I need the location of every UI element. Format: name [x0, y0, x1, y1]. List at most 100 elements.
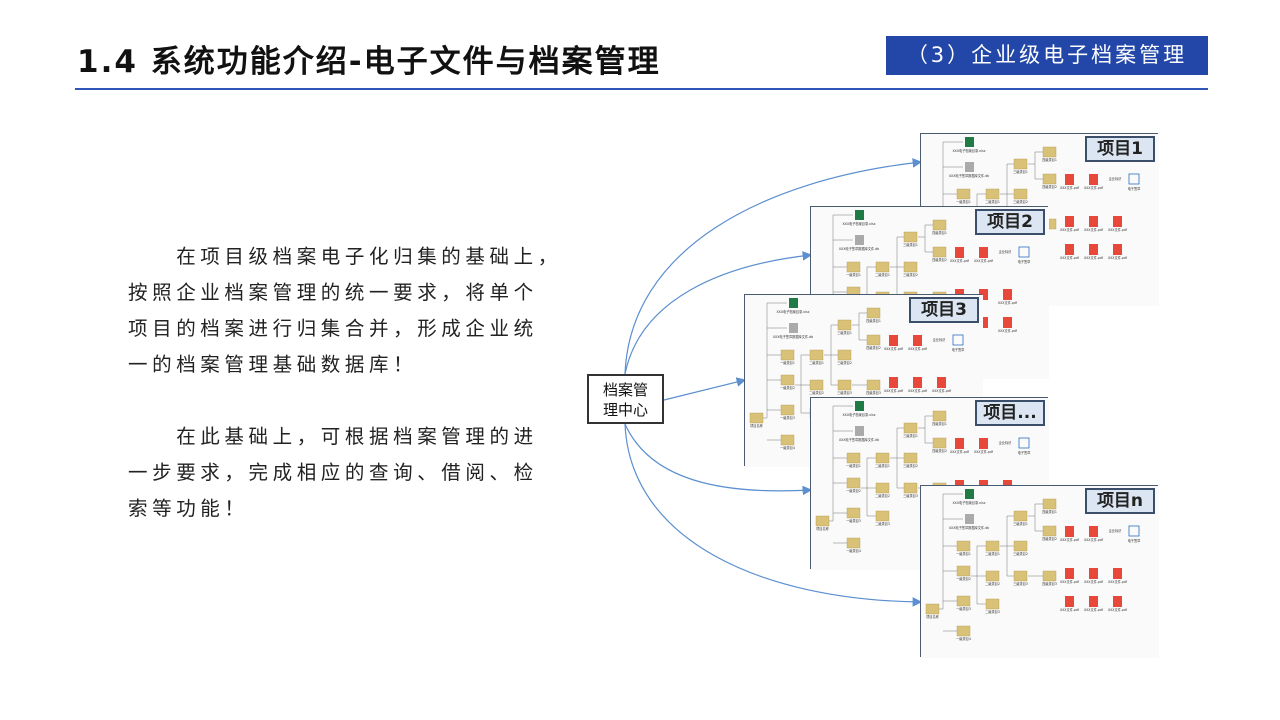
node-label: XXX文件.pdf — [1084, 255, 1104, 260]
tree-line — [861, 457, 876, 489]
node-label: 二级类目3 — [985, 609, 1000, 614]
node-label: XXX文件.pdf — [1108, 607, 1128, 612]
node-label: 一级类目2 — [780, 385, 795, 390]
node-label: 二级类目2 — [985, 581, 1000, 586]
folder-icon — [1013, 158, 1028, 170]
node-label: 三级类目1 — [1013, 521, 1028, 526]
tree-line — [918, 224, 933, 238]
node-label: 一级类目1 — [846, 272, 861, 277]
pdf-icon — [1089, 568, 1098, 579]
pdf-icon — [1065, 216, 1074, 227]
pdf-icon — [1089, 244, 1098, 255]
tree-line — [858, 325, 867, 341]
text-line: 在项目级档案电子化归集的基础上， — [128, 245, 562, 268]
tree-line — [939, 493, 963, 610]
folder-icon — [780, 404, 795, 416]
node-label: 一级类目4 — [846, 548, 861, 553]
folder-icon — [1013, 510, 1028, 522]
folder-icon — [749, 412, 764, 424]
tree-line — [918, 415, 933, 429]
excel-icon — [855, 210, 864, 220]
node-label: 项目名称 — [750, 423, 764, 428]
folder-icon — [809, 379, 824, 391]
node-label: XXX文件.pdf — [1084, 227, 1104, 232]
folder-icon — [956, 188, 971, 200]
node-label: XXX文件.pdf — [1108, 255, 1128, 260]
pdf-icon — [955, 438, 964, 449]
tree-line — [890, 427, 904, 459]
node-label: XXX文件.pdf — [1060, 185, 1080, 190]
database-icon — [965, 514, 974, 524]
folder-icon — [837, 349, 852, 361]
pdf-icon — [1113, 568, 1122, 579]
e-signature-icon — [1128, 525, 1140, 537]
folder-icon — [932, 437, 947, 449]
node-label: 一级类目2 — [956, 576, 971, 581]
node-label: 二级类目1 — [809, 360, 824, 365]
node-label: 一级类目4 — [780, 445, 795, 450]
pdf-icon — [1065, 596, 1074, 607]
tree-line — [1000, 163, 1014, 195]
folder-icon — [837, 379, 852, 391]
folder-icon — [875, 510, 890, 522]
database-icon — [789, 323, 798, 333]
folder-icon — [846, 537, 861, 549]
hub-line-2: 理中心 — [602, 401, 648, 419]
folder-icon — [932, 410, 947, 422]
folder-icon — [1042, 525, 1057, 537]
tree-line — [830, 355, 838, 386]
folder-icon — [1013, 570, 1028, 582]
node-label: 一级类目3 — [780, 415, 795, 420]
pdf-icon — [979, 247, 988, 258]
node-label: XXX电子签章数据库文件.db — [949, 525, 989, 530]
e-signature-icon — [1128, 173, 1140, 185]
project-label: 项目2 — [975, 209, 1045, 235]
node-label: XXX电子档案目录.xlsx — [842, 221, 875, 226]
tree-line — [824, 324, 838, 356]
arrow-to-project-4 — [624, 423, 813, 496]
folder-icon — [846, 261, 861, 273]
node-label: 企业标识 — [999, 440, 1012, 445]
pdf-icon — [913, 377, 922, 388]
node-label: 三级类目2 — [903, 272, 918, 277]
folder-icon — [985, 570, 1000, 582]
node-label: 四级类目2 — [932, 448, 947, 453]
node-label: 一级类目4 — [956, 636, 971, 641]
node-label: 三级类目1 — [837, 330, 852, 335]
folder-icon — [1042, 146, 1057, 158]
pdf-icon — [1003, 289, 1012, 300]
node-label: 电子签章 — [1018, 259, 1032, 264]
node-label: XXX文件.pdf — [1084, 579, 1104, 584]
tree-line — [1034, 164, 1043, 180]
text-line: 索等功能！ — [128, 497, 249, 520]
excel-icon — [855, 401, 864, 411]
section-badge: （3）企业级电子档案管理 — [886, 36, 1208, 75]
pdf-icon — [1113, 244, 1122, 255]
node-label: 三级类目1 — [903, 242, 918, 247]
project-label: 项目n — [1085, 488, 1155, 514]
pdf-icon — [1089, 526, 1098, 537]
folder-icon — [846, 507, 861, 519]
node-label: 三级类目3 — [1013, 581, 1028, 586]
folder-icon — [903, 482, 918, 494]
folder-icon — [956, 540, 971, 552]
folder-icon — [903, 231, 918, 243]
pdf-icon — [979, 289, 988, 300]
pdf-icon — [1065, 526, 1074, 537]
node-label: XXX文件.pdf — [884, 388, 904, 393]
arrow-to-project-n — [624, 423, 923, 607]
node-label: 项目名称 — [816, 526, 830, 531]
node-label: 四级类目1 — [1042, 509, 1057, 514]
tree-line — [800, 385, 810, 414]
pdf-icon — [1089, 216, 1098, 227]
node-label: XXX文件.pdf — [884, 346, 904, 351]
folder-icon — [956, 595, 971, 607]
node-label: XXX文件.pdf — [974, 449, 994, 454]
pdf-icon — [889, 377, 898, 388]
node-label: 三级类目1 — [1013, 169, 1028, 174]
tree-line — [1028, 151, 1043, 165]
node-label: 四级类目2 — [866, 345, 881, 350]
node-label: 企业标识 — [999, 249, 1012, 254]
node-label: 一级类目1 — [780, 360, 795, 365]
